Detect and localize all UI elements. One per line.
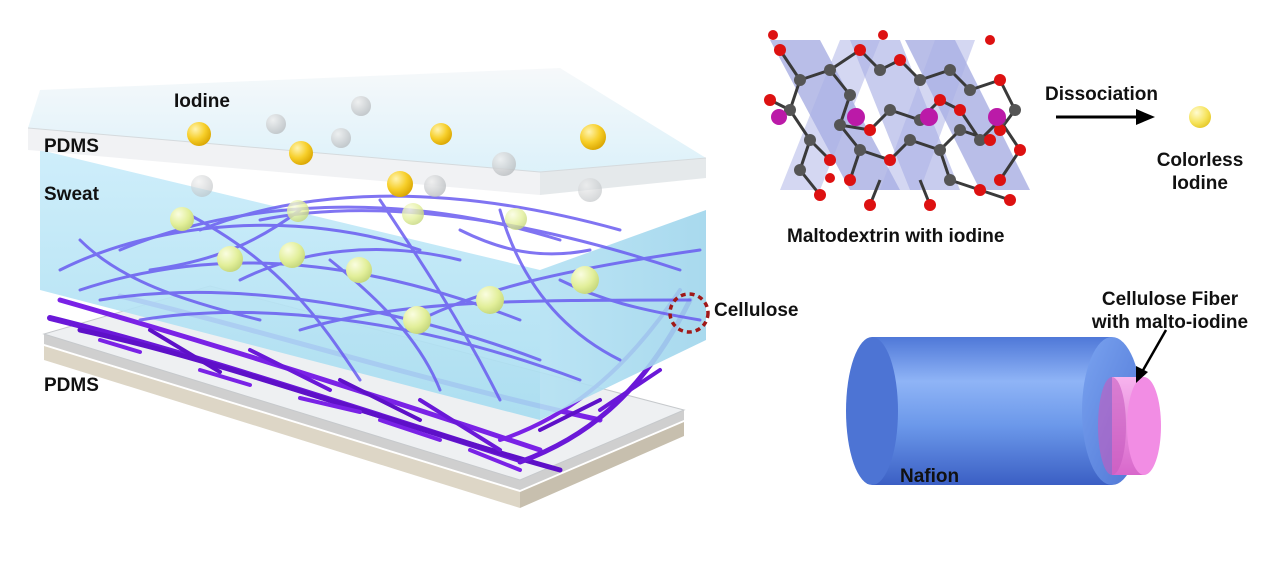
iodine-particle: [580, 124, 606, 150]
label-fiber-line2: with malto-iodine: [1091, 311, 1249, 333]
label-cellulose: Cellulose: [714, 300, 799, 321]
iodine-particle-faded: [476, 286, 504, 314]
iodine-particles: [170, 96, 606, 334]
cellulose-highlight-circle: [668, 292, 710, 334]
iodine-particle-faded: [287, 200, 309, 222]
colorless-iodine-particle: [1189, 106, 1211, 128]
label-sweat: Sweat: [44, 184, 99, 205]
sweat-layer-side-face: [540, 210, 706, 420]
iodine-particle-faded: [279, 242, 305, 268]
label-fiber-line1: Cellulose Fiber: [1101, 289, 1239, 310]
label-colorless-line1: Colorless: [1156, 150, 1244, 171]
base-substrate-side: [520, 422, 684, 508]
iodine-atoms-in-helix: [771, 108, 1006, 126]
label-iodine: Iodine: [174, 91, 230, 112]
nafion-cylinder-back: [846, 337, 898, 485]
label-maltodextrin: Maltodextrin with iodine: [787, 226, 1005, 247]
iodine-particle: [387, 171, 413, 197]
label-colorless-line2: Iodine: [1172, 172, 1228, 194]
cellulose-fiber-mat: [47, 288, 693, 473]
label-cellulose-fiber: Cellulose Fiber with malto-iodine: [1075, 289, 1265, 335]
maltodextrin-molecule: [764, 30, 1030, 211]
label-pdms-bottom: PDMS: [44, 375, 99, 396]
top-pdms-layer: [28, 128, 540, 195]
sweat-layer-front-face: [40, 150, 540, 420]
iodine-particle: [289, 141, 313, 165]
oxygen-atoms: [764, 30, 1026, 211]
fiber-pointer-arrow: [1140, 329, 1168, 373]
iodine-particle-faded: [578, 178, 602, 202]
iodine-particle-faded: [266, 114, 286, 134]
nafion-cylinder-body: [872, 337, 1112, 485]
label-colorless-iodine: Colorless Iodine: [1140, 150, 1260, 196]
iodine-particle: [430, 123, 452, 145]
iodine-particle-faded: [492, 152, 516, 176]
iodine-particle-faded: [346, 257, 372, 283]
iodine-particle-faded: [571, 266, 599, 294]
base-substrate-layer: [44, 346, 520, 508]
iodine-particle-faded: [403, 306, 431, 334]
iodine-particle-faded: [505, 208, 527, 230]
sweat-layer-top-face: [28, 68, 706, 172]
cellulose-fiber-core-end: [1127, 377, 1161, 475]
label-dissociation: Dissociation: [1045, 84, 1158, 105]
iodine-particle-faded: [170, 207, 194, 231]
nafion-fiber-illustration: [846, 329, 1168, 485]
iodine-particle-faded: [217, 246, 243, 272]
iodine-particle: [187, 122, 211, 146]
label-pdms-top: PDMS: [44, 136, 99, 157]
dissociation-arrow: [1056, 109, 1155, 125]
iodine-particle-faded: [331, 128, 351, 148]
iodine-particle-faded: [191, 175, 213, 197]
iodine-particle-faded: [424, 175, 446, 197]
iodine-particle-faded: [402, 203, 424, 225]
device-3d-illustration: [27, 68, 710, 508]
label-nafion: Nafion: [900, 466, 960, 487]
iodine-particle-faded: [351, 96, 371, 116]
